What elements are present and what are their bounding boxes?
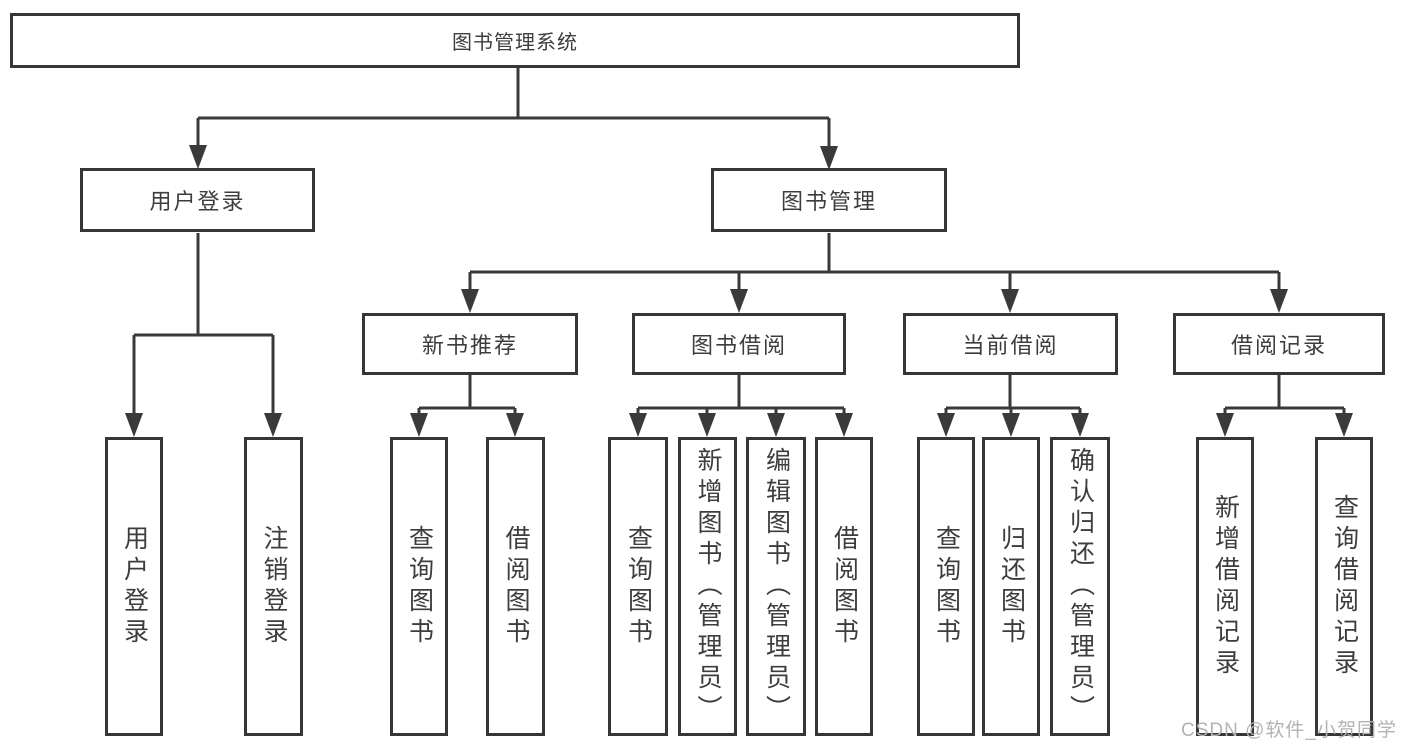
connector-current-borrow-to-leaves [937, 375, 1089, 437]
connector-book-borrow-to-leaves [629, 375, 853, 437]
leaf-label: 新增借阅记录 [1211, 493, 1240, 680]
leaf-label: 查询图书 [624, 524, 653, 649]
leaf-add-books-admin: 新增图书（管理员） [678, 437, 737, 736]
leaf-query-books-recommend: 查询图书 [390, 437, 448, 736]
node-new-book-recommend: 新书推荐 [362, 313, 578, 375]
leaf-label: 借阅图书 [502, 524, 530, 649]
leaf-label: 编辑图书（管理员） [762, 447, 791, 726]
node-current-borrow: 当前借阅 [903, 313, 1118, 375]
leaf-query-books-current: 查询图书 [917, 437, 975, 736]
leaf-borrow-books: 借阅图书 [815, 437, 873, 736]
leaf-label: 查询图书 [405, 524, 434, 649]
node-library-management-system: 图书管理系统 [10, 13, 1020, 68]
leaf-label: 用户登录 [120, 524, 149, 649]
node-book-borrow: 图书借阅 [632, 313, 846, 375]
node-borrow-records: 借阅记录 [1173, 313, 1385, 375]
connector-user-login-to-leaves [125, 233, 282, 437]
connector-borrow-records-to-leaves [1216, 375, 1353, 437]
node-label: 新书推荐 [421, 333, 518, 358]
leaf-label: 新增图书（管理员） [694, 447, 722, 726]
connector-root-to-level2 [189, 68, 838, 170]
node-label: 图书管理 [780, 189, 877, 214]
leaf-edit-books-admin: 编辑图书（管理员） [746, 437, 806, 736]
leaf-label: 查询图书 [932, 524, 961, 649]
leaf-label: 借阅图书 [830, 524, 859, 649]
leaf-add-borrow-record: 新增借阅记录 [1196, 437, 1254, 736]
leaf-query-books-borrow: 查询图书 [608, 437, 668, 736]
node-book-management: 图书管理 [711, 168, 947, 232]
leaf-borrow-books-recommend: 借阅图书 [486, 437, 545, 736]
node-label: 借阅记录 [1230, 333, 1327, 358]
node-user-login: 用户登录 [80, 168, 315, 232]
leaf-return-books: 归还图书 [982, 437, 1040, 736]
leaf-query-borrow-record: 查询借阅记录 [1315, 437, 1373, 736]
csdn-watermark: CSDN @软件_小贺同学 [1181, 720, 1397, 741]
leaf-label: 归还图书 [997, 524, 1026, 649]
leaf-label: 查询借阅记录 [1330, 493, 1359, 680]
leaf-confirm-return-admin: 确认归还（管理员） [1050, 437, 1110, 736]
leaf-logout: 注销登录 [244, 437, 303, 736]
leaf-user-login: 用户登录 [105, 437, 163, 736]
leaf-label: 确认归还（管理员） [1066, 447, 1095, 726]
node-label: 用户登录 [149, 189, 246, 214]
node-label: 图书管理系统 [452, 32, 578, 54]
leaf-label: 注销登录 [260, 524, 288, 649]
connector-book-management-to-level3 [461, 233, 1288, 313]
node-label: 图书借阅 [690, 333, 787, 358]
node-label: 当前借阅 [962, 333, 1059, 358]
connector-new-book-to-leaves [410, 375, 524, 437]
